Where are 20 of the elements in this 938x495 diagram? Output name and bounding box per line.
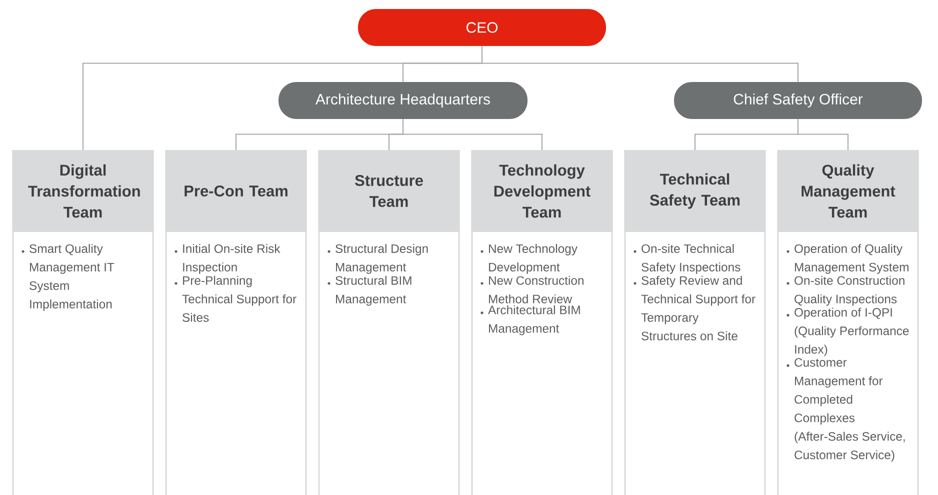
bullet-item: New Construction Method Review bbox=[480, 276, 584, 304]
connector-line bbox=[798, 118, 848, 150]
bullet-item: Customer Management for Completed Complexes (After-Sales Service, Customer Service) bbox=[786, 358, 905, 462]
bullet-item: Smart Quality Management IT System Implementation bbox=[22, 244, 114, 311]
bullet-item: Architectural BIM Management bbox=[480, 305, 580, 336]
bullet-item: Structural BIM Management bbox=[328, 276, 412, 306]
role-pill: Chief Safety Officer bbox=[674, 82, 922, 119]
role-pill: CEO bbox=[358, 9, 606, 46]
bullet-item: Structural Design Management bbox=[328, 244, 428, 274]
bullet-item: Pre-Planning Technical Support for Sites bbox=[174, 276, 296, 322]
role-pill: Architecture Headquarters bbox=[278, 82, 528, 119]
connector-line bbox=[402, 118, 542, 150]
bullet-item: Safety Review and Technical Support for Temporary Structures on Site bbox=[634, 276, 756, 340]
bullet-item: Operation of Quality Management System bbox=[786, 244, 908, 274]
bullet-item: On-site Construction Quality Inspections bbox=[786, 276, 904, 306]
bullet-item: Initial On-site Risk Inspection bbox=[174, 244, 280, 274]
connector-line bbox=[482, 46, 798, 82]
bullet-item: New Technology Development bbox=[480, 244, 578, 274]
bullet-item: On-site Technical Safety Inspections bbox=[634, 244, 740, 274]
bullet-item: Operation of I-QPI (Quality Performance Index) bbox=[786, 308, 909, 356]
